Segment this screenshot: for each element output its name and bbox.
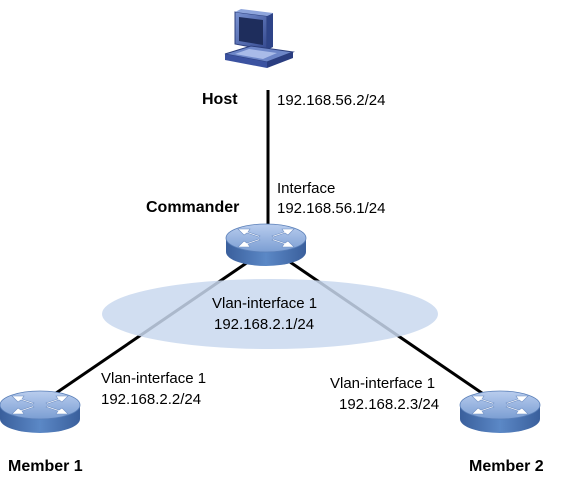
vlan-ellipse — [102, 279, 438, 349]
commander-router-icon — [225, 223, 307, 267]
host-pc-icon — [224, 9, 295, 68]
commander-interface-label: Interface — [277, 180, 336, 197]
commander-label: Commander — [146, 199, 240, 216]
member1-router-icon — [0, 390, 81, 434]
vlan-interface-label: Vlan-interface 1 — [212, 295, 318, 312]
member1-ip-label: 192.168.2.2/24 — [101, 391, 202, 408]
commander-ip-label: 192.168.56.1/24 — [277, 200, 386, 217]
member1-interface-label: Vlan-interface 1 — [101, 370, 207, 387]
member2-interface-label: Vlan-interface 1 — [330, 375, 436, 392]
host-ip-label: 192.168.56.2/24 — [277, 92, 386, 109]
member1-label: Member 1 — [8, 458, 83, 475]
member2-label: Member 2 — [469, 458, 544, 475]
vlan-ip-label: 192.168.2.1/24 — [214, 316, 315, 333]
member2-ip-label: 192.168.2.3/24 — [339, 396, 440, 413]
member2-router-icon — [459, 390, 541, 434]
host-label: Host — [202, 91, 238, 108]
